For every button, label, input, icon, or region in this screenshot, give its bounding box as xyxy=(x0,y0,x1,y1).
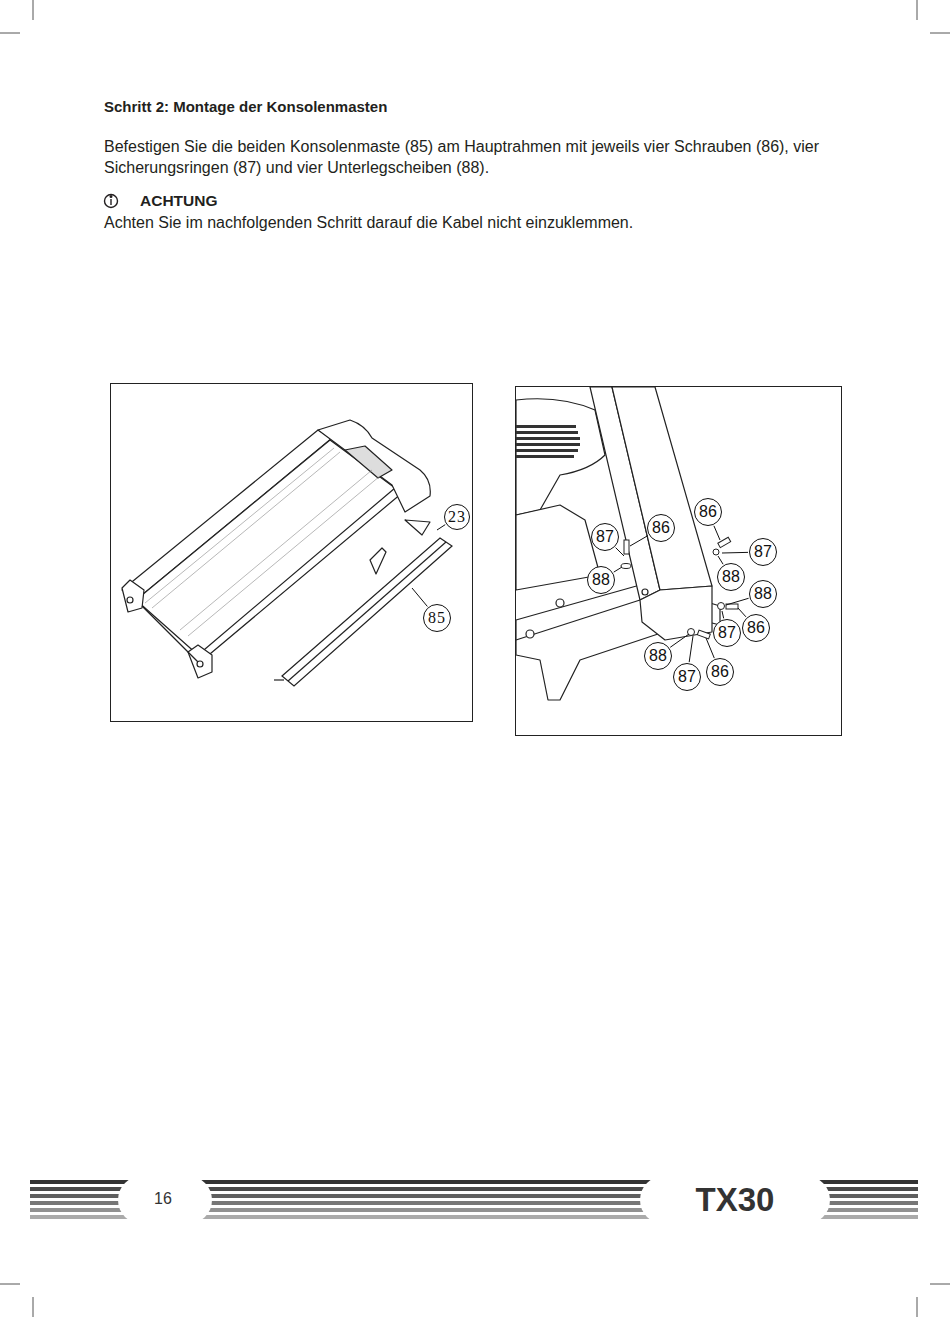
vent-slots xyxy=(516,425,580,458)
callout-number: 86 xyxy=(652,520,670,536)
warning-heading: ACHTUNG xyxy=(140,192,218,210)
callout-number: 86 xyxy=(747,620,765,636)
callout-circle: 86 xyxy=(647,514,675,542)
callout-circle: 85 xyxy=(423,604,451,632)
callout-number: 23 xyxy=(448,509,466,525)
callout-number: 86 xyxy=(699,504,717,520)
leader-line xyxy=(689,636,693,662)
callout-number: 87 xyxy=(678,669,696,685)
callout-number: 88 xyxy=(722,569,740,585)
footer-stripes xyxy=(30,1176,918,1224)
callout-circle: 87 xyxy=(749,538,777,566)
info-icon xyxy=(105,195,118,208)
leader-line xyxy=(630,536,648,546)
leader-line xyxy=(714,526,720,540)
callout-circle: 87 xyxy=(713,619,741,647)
callout-number: 88 xyxy=(592,572,610,588)
leader-line xyxy=(437,525,445,530)
step-heading: Schritt 2: Montage der Konsolenmasten xyxy=(104,98,387,115)
callout-circle: 88 xyxy=(749,580,777,608)
callout-circle: 86 xyxy=(742,614,770,642)
callout-number: 88 xyxy=(649,648,667,664)
callout-circle: 23 xyxy=(444,504,470,530)
callout-number: 87 xyxy=(754,544,772,560)
instruction-text: Befestigen Sie die beiden Konsolenmaste … xyxy=(104,137,856,178)
console-post-85 xyxy=(274,538,452,686)
callout-circle: 88 xyxy=(587,566,615,594)
leader-line xyxy=(718,556,723,564)
callout-number: 85 xyxy=(428,610,446,626)
callout-number: 86 xyxy=(711,664,729,680)
callout-number: 87 xyxy=(596,529,614,545)
callout-circle: 88 xyxy=(717,563,745,591)
leader-line xyxy=(722,611,724,618)
callout-circle: 87 xyxy=(673,663,701,691)
warning-text: Achten Sie im nachfolgenden Schritt dara… xyxy=(104,213,864,233)
callout-circle: 87 xyxy=(591,523,619,551)
callout-circle: 86 xyxy=(706,658,734,686)
belt-slats xyxy=(145,448,380,636)
callout-circle: 88 xyxy=(644,642,672,670)
leader-line xyxy=(412,588,427,606)
frame-drawing xyxy=(516,387,720,700)
figure-frame xyxy=(111,384,473,722)
model-name: TX30 xyxy=(660,1181,810,1219)
leader-line xyxy=(738,608,746,617)
callout-circle: 86 xyxy=(694,498,722,526)
leader-line xyxy=(722,552,748,554)
page-number: 16 xyxy=(133,1190,193,1208)
leader-line xyxy=(706,638,714,658)
leader-line xyxy=(670,634,689,647)
leader-line xyxy=(726,598,749,605)
treadmill-drawing xyxy=(122,420,430,678)
callout-number: 88 xyxy=(754,586,772,602)
leader-line xyxy=(616,548,624,556)
leader-line xyxy=(614,567,622,572)
callout-number: 87 xyxy=(718,625,736,641)
figure-frame xyxy=(516,387,842,736)
